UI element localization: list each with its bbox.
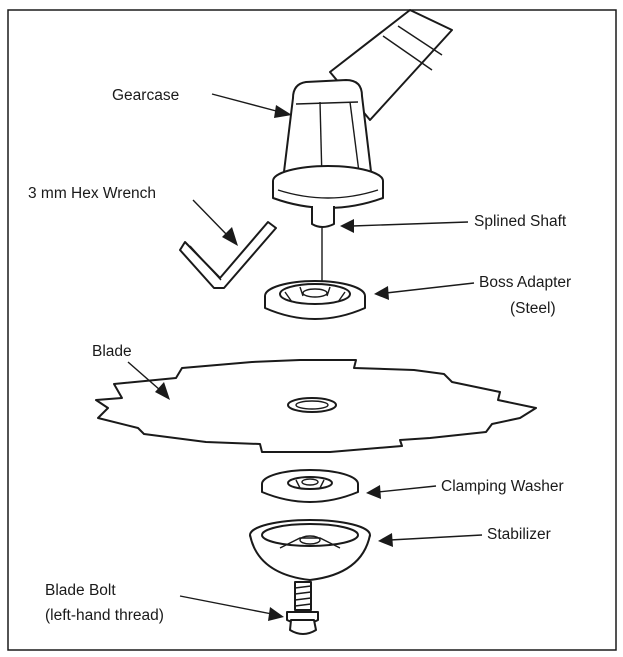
label-blade-bolt: Blade Bolt <box>45 582 116 599</box>
label-gearcase: Gearcase <box>112 87 179 104</box>
hex-wrench <box>179 221 277 289</box>
leader-blade <box>127 361 170 400</box>
label-boss-adapter-sub: (Steel) <box>510 300 556 317</box>
label-hex-wrench: 3 mm Hex Wrench <box>28 185 156 202</box>
label-splined-shaft: Splined Shaft <box>474 213 567 230</box>
stabilizer <box>249 519 371 581</box>
boss-adapter <box>264 280 366 320</box>
leader-boss-adapter <box>374 282 475 300</box>
clamping-washer <box>261 469 359 503</box>
label-boss-adapter: Boss Adapter <box>479 274 571 291</box>
label-stabilizer: Stabilizer <box>487 526 551 543</box>
label-blade: Blade <box>92 343 132 360</box>
blade <box>95 359 537 453</box>
label-clamping-washer: Clamping Washer <box>441 478 564 495</box>
label-blade-bolt-sub: (left-hand thread) <box>45 607 164 624</box>
leader-stabilizer <box>378 533 483 547</box>
blade-bolt <box>286 581 319 635</box>
leader-clamping-washer <box>366 485 437 499</box>
diagram-frame <box>7 9 617 651</box>
leader-blade-bolt <box>179 595 284 621</box>
leader-splined-shaft <box>340 219 469 233</box>
gearcase <box>272 79 384 300</box>
leader-hex-wrench <box>192 199 238 246</box>
leader-gearcase <box>211 93 292 118</box>
